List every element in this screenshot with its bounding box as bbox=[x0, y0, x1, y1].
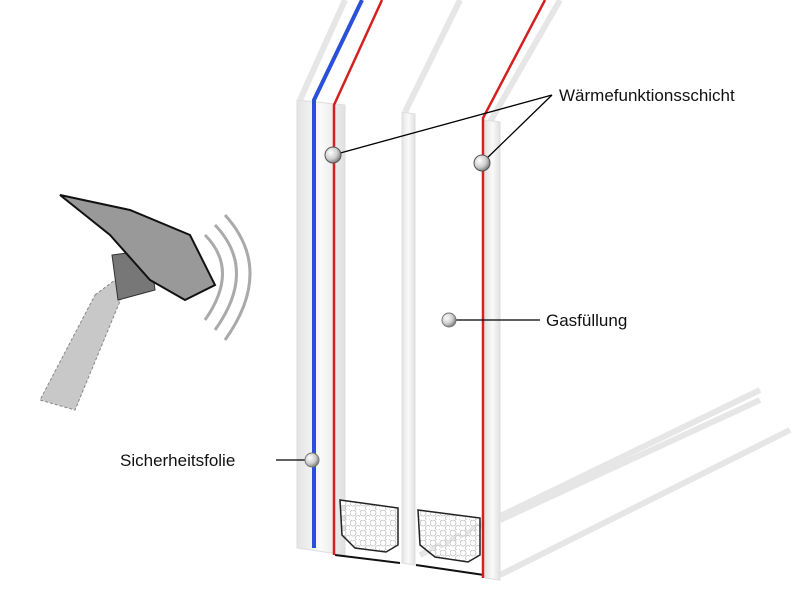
marker-coating-1 bbox=[324, 146, 342, 164]
leader-lines bbox=[276, 94, 553, 461]
safety-foil-line bbox=[312, 0, 364, 548]
label-gas: Gasfüllung bbox=[546, 311, 628, 330]
spacer-2 bbox=[415, 509, 485, 576]
label-foil: Sicherheitsfolie bbox=[120, 451, 236, 470]
hammer-icon bbox=[39, 194, 252, 411]
label-coating: Wärmefunktionsschicht bbox=[559, 86, 735, 105]
pane-laminated bbox=[296, 99, 346, 556]
marker-foil bbox=[304, 452, 320, 468]
pane-inner bbox=[484, 119, 501, 581]
marker-coating-2 bbox=[473, 154, 491, 172]
coating-line-2 bbox=[481, 0, 547, 578]
pane-middle bbox=[401, 111, 416, 566]
marker-gas bbox=[441, 312, 457, 328]
spacer-1 bbox=[334, 499, 401, 564]
coating-line-1 bbox=[332, 0, 384, 555]
